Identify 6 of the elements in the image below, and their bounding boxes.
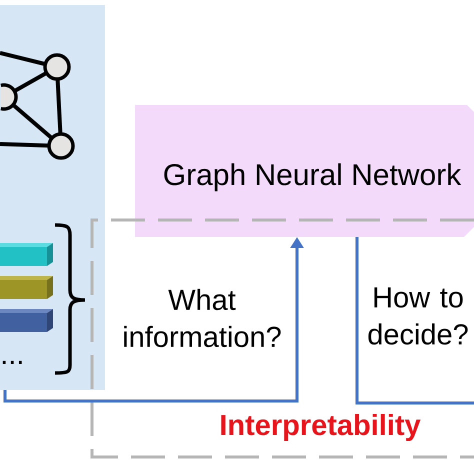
connector-line (356, 237, 474, 404)
edge-label: What information? (124, 288, 281, 348)
region-title: Interpretability (221, 414, 421, 442)
ellipsis: ... (2, 360, 22, 364)
edge-label: How to decide? (368, 287, 468, 345)
model-box: Graph Neural Network (135, 105, 474, 237)
